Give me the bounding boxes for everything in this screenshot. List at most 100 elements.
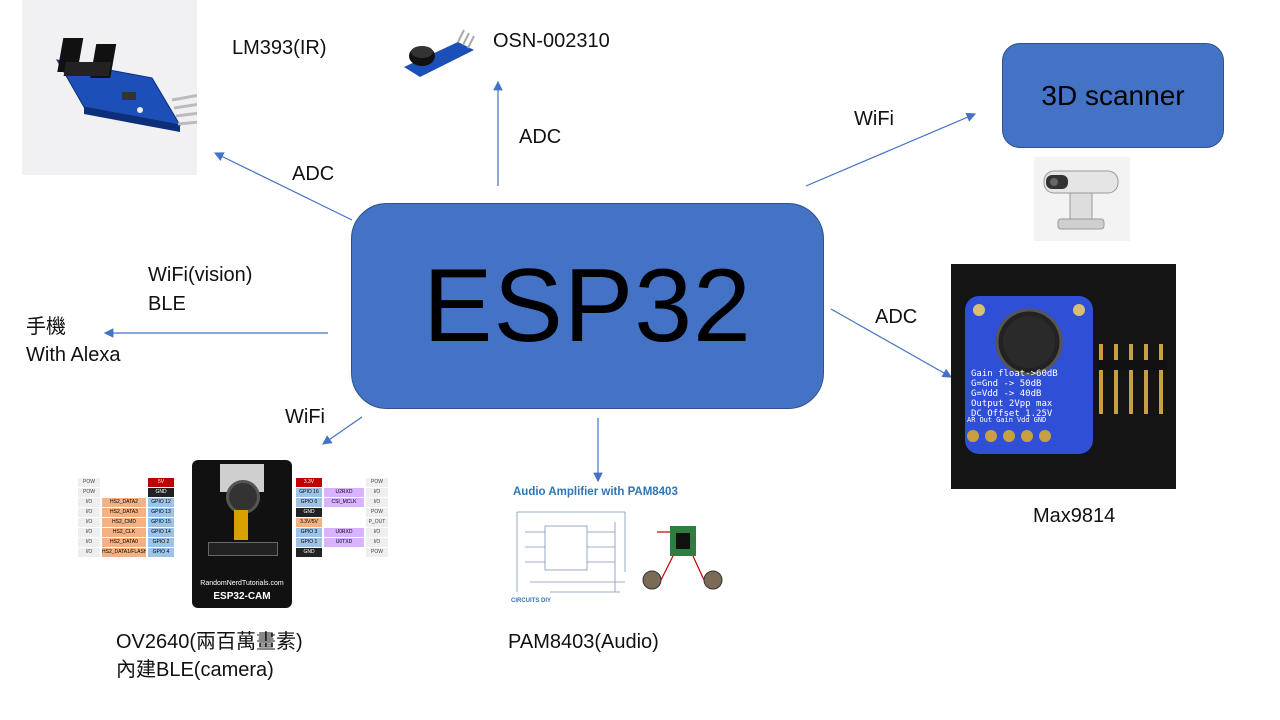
pin-type: POW — [366, 548, 388, 557]
pin-type: I/O — [366, 538, 388, 547]
pin-gpio: GPIO 2 — [148, 538, 174, 547]
buzzer-icon — [404, 29, 475, 77]
arrow-to-camera — [322, 416, 363, 445]
mic-pin-label: Gain — [996, 416, 1013, 424]
audio-image-title: Audio Amplifier with PAM8403 — [513, 486, 678, 498]
arrow-to-scanner — [805, 112, 977, 187]
audio-brand: CIRCUITS DIY — [511, 598, 552, 604]
pin-gpio: GPIO 12 — [148, 498, 174, 507]
camera-lens-icon — [226, 480, 260, 514]
mic-board-line: Output 2Vpp max — [971, 399, 1053, 409]
mic-pin-label: Out — [979, 416, 993, 424]
audio-schematic-icon — [516, 511, 723, 593]
scanner-image — [1034, 157, 1130, 241]
pin-function: CSI_MCLK — [324, 498, 364, 507]
mic-name: Max9814 — [1033, 505, 1116, 527]
pin-gpio: GPIO 0 — [296, 498, 322, 507]
pin-gpio: GND — [148, 488, 174, 497]
arrow-to-mic — [830, 308, 953, 378]
ir-sensor-name: LM393(IR) — [232, 37, 327, 59]
pin-function: U0RXD — [324, 528, 364, 537]
pin-gpio: GPIO 1 — [296, 538, 322, 547]
ir-sensor-icon — [56, 38, 201, 132]
pin-function: U2RXD — [324, 488, 364, 497]
buzzer-link-label: ADC — [519, 126, 562, 148]
pin-type: POW — [366, 508, 388, 517]
esp32cam-board: RandomNerdTutorials.com ESP32-CAM — [192, 460, 292, 608]
pin-gpio: 3.3V/5V — [296, 518, 322, 527]
phone-link-label-2: BLE — [148, 293, 186, 315]
pin-gpio: GPIO 14 — [148, 528, 174, 537]
pin-function: U0TXD — [324, 538, 364, 547]
pin-type: I/O — [78, 548, 100, 557]
pin-row: POW 5V — [78, 474, 188, 487]
pin-gpio: GND — [296, 548, 322, 557]
pin-type: I/O — [366, 488, 388, 497]
pin-function: HS2_DATA0 — [102, 538, 146, 547]
pin-gpio: GPIO 13 — [148, 508, 174, 517]
pin-function: HS2_DATA1/FLASH — [102, 548, 146, 557]
pin-type: I/O — [78, 508, 100, 517]
scanner-device-icon — [1043, 170, 1119, 230]
pin-row: GND POW — [296, 504, 406, 517]
mic-image: Gain float->60dB G=Gnd -> 50dB G=Vdd -> … — [951, 264, 1176, 489]
pin-gpio: GPIO 15 — [148, 518, 174, 527]
mic-link-label: ADC — [875, 306, 918, 328]
pin-function: HS2_DATA2 — [102, 498, 146, 507]
pin-type: P_OUT — [366, 518, 388, 527]
audio-name: PAM8403(Audio) — [508, 631, 659, 653]
pin-gpio: GPIO 16 — [296, 488, 322, 497]
camera-link-label: WiFi — [285, 406, 325, 428]
pin-type: POW — [78, 488, 100, 497]
mic-pin-labels: AR Out Gain Vdd GND — [967, 416, 1046, 424]
mic-board-line: DC Offset 1.25V — [971, 409, 1053, 419]
pin-row: 3.3V/5V P_OUT — [296, 514, 406, 527]
camera-subname: 內建BLE(camera) — [116, 659, 274, 681]
scanner-box: 3D scanner — [1002, 43, 1224, 148]
mic-board-line: G=Gnd -> 50dB — [971, 379, 1042, 389]
pin-type: I/O — [78, 538, 100, 547]
camera-connector — [208, 542, 278, 556]
pin-gpio: GPIO 4 — [148, 548, 174, 557]
phone-link-label-1: WiFi(vision) — [148, 264, 253, 286]
pin-gpio: GND — [296, 508, 322, 517]
pin-type: I/O — [366, 498, 388, 507]
pin-row: GND POW — [296, 544, 406, 557]
esp32cam-title: ESP32-CAM — [213, 591, 271, 602]
pin-gpio: 3.3V — [296, 478, 322, 487]
pin-function: HS2_CMD — [102, 518, 146, 527]
ir-link-label: ADC — [292, 163, 335, 185]
phone-name: 手機 — [26, 316, 66, 338]
mic-pin-label: GND — [1033, 416, 1047, 424]
pin-type: I/O — [78, 528, 100, 537]
pin-type: I/O — [366, 528, 388, 537]
pin-gpio: 5V — [148, 478, 174, 487]
pin-row: POW GND — [78, 484, 188, 497]
mic-pin-label: AR — [967, 416, 976, 424]
pin-type: I/O — [78, 498, 100, 507]
pin-type: I/O — [78, 518, 100, 527]
scanner-link-label: WiFi — [854, 108, 894, 130]
camera-ribbon — [234, 510, 248, 540]
audio-image: Audio Amplifier with PAM8403 CIRCUITS DI… — [505, 484, 730, 610]
pin-function: HS2_DATA3 — [102, 508, 146, 517]
mic-board-line: G=Vdd -> 40dB — [971, 389, 1042, 399]
pin-function: HS2_CLK — [102, 528, 146, 537]
buzzer-name: OSN-002310 — [493, 30, 610, 52]
pin-type: POW — [78, 478, 100, 487]
arrow-to-ir — [213, 152, 353, 221]
mic-board-text: Gain float->60dB G=Gnd -> 50dB G=Vdd -> … — [971, 369, 1058, 419]
esp32cam-site: RandomNerdTutorials.com — [200, 580, 284, 587]
pin-gpio: GPIO 3 — [296, 528, 322, 537]
camera-name: OV2640(兩百萬畫素) — [116, 631, 303, 653]
